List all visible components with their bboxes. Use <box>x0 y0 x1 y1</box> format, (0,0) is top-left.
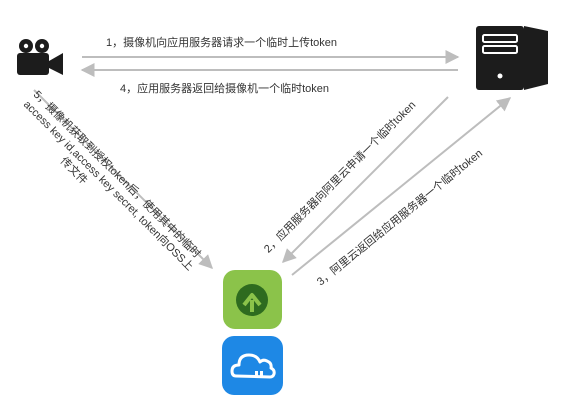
arrow-step-3 <box>291 97 512 276</box>
video-camera-icon <box>17 39 63 75</box>
oss-upload-icon <box>223 270 282 329</box>
server-icon <box>476 26 548 90</box>
arrow-step-5 <box>33 89 213 269</box>
aliyun-cloud-icon <box>222 336 283 395</box>
step-1-label: 1，摄像机向应用服务器请求一个临时上传token <box>106 37 338 49</box>
arrow-step-2 <box>282 96 449 263</box>
step-4-label: 4，应用服务器返回给摄像机一个临时token <box>120 83 330 95</box>
